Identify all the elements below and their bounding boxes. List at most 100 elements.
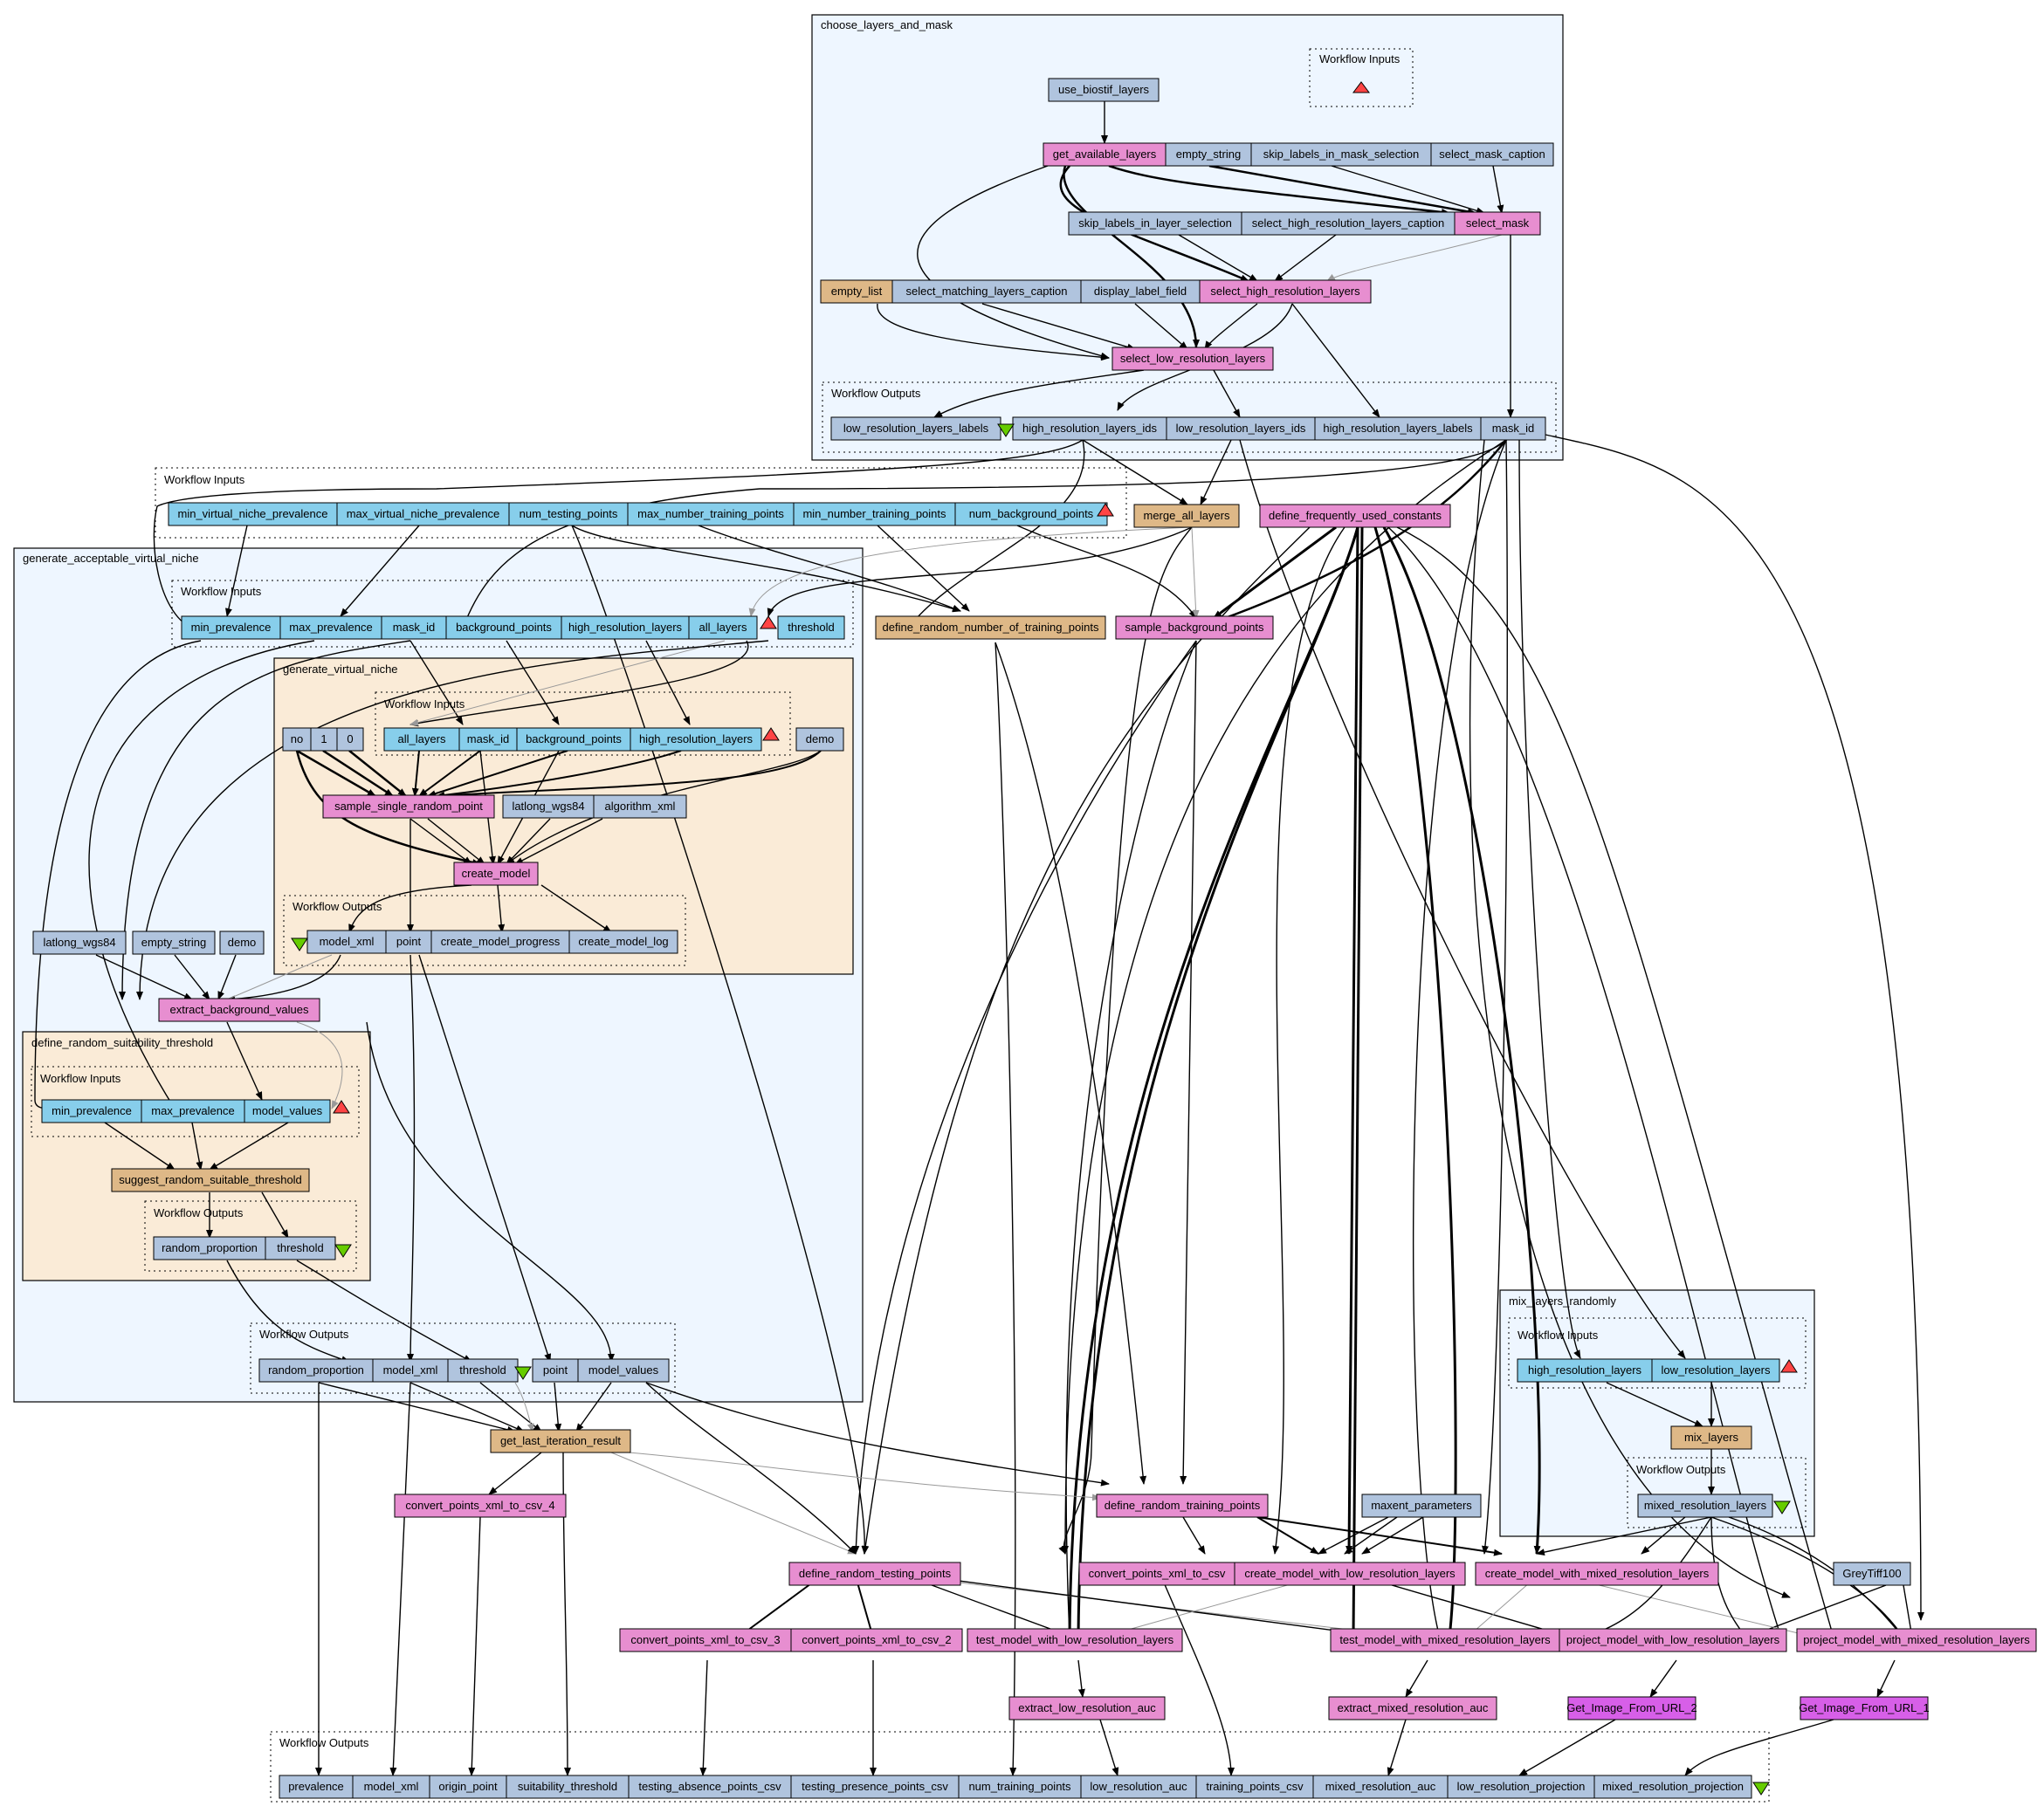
- node-model-xml: model_xml: [352, 1775, 430, 1799]
- node-label: random_proportion: [268, 1363, 364, 1377]
- node-low-resolution-projection: low_resolution_projection: [1447, 1775, 1595, 1799]
- node-label: Get_Image_From_URL_1: [1799, 1701, 1930, 1714]
- node-min-prevalence: min_prevalence: [41, 1099, 142, 1123]
- node-select-mask: select_mask: [1454, 211, 1541, 236]
- node-low-resolution-layers-labels: low_resolution_layers_labels: [830, 416, 1001, 441]
- node-testing-presence-points-csv: testing_presence_points_csv: [790, 1775, 960, 1799]
- node-label: sample_single_random_point: [334, 800, 483, 813]
- node-label: skip_labels_in_mask_selection: [1263, 148, 1420, 161]
- node-label: num_training_points: [968, 1780, 1071, 1793]
- node-label: extract_mixed_resolution_auc: [1338, 1701, 1489, 1714]
- node-create-model-log: create_model_log: [568, 930, 678, 954]
- output-triangle-icon: [997, 423, 1015, 437]
- node-label: all_layers: [699, 621, 747, 634]
- outputs-label: Workflow Outputs: [831, 387, 921, 400]
- node-point: point: [385, 930, 432, 954]
- node-label: testing_presence_points_csv: [802, 1780, 948, 1793]
- node-maxent-parameters: maxent_parameters: [1361, 1494, 1482, 1518]
- node-label: num_testing_points: [520, 507, 618, 520]
- node-0: 0: [336, 727, 364, 752]
- node-label: demo: [228, 936, 257, 949]
- node-label: select_matching_layers_caption: [906, 285, 1068, 298]
- node-convert-points-xml-to-csv: convert_points_xml_to_csv: [1078, 1562, 1235, 1586]
- inputs-label: Workflow Inputs: [384, 697, 465, 711]
- node-label: Get_Image_From_URL_2: [1566, 1701, 1697, 1714]
- node-demo: demo: [219, 931, 265, 955]
- node-model-xml: model_xml: [306, 930, 387, 954]
- node-label: demo: [806, 732, 835, 745]
- node-label: training_points_csv: [1206, 1780, 1304, 1793]
- node-label: select_mask_caption: [1439, 148, 1545, 161]
- node-label: min_prevalence: [191, 621, 272, 634]
- node-point: point: [532, 1358, 579, 1383]
- node-label: display_label_field: [1094, 285, 1187, 298]
- output-triangle-icon: [514, 1366, 532, 1380]
- node-min-virtual-niche-prevalence: min_virtual_niche_prevalence: [168, 502, 338, 526]
- node-label: project_model_with_mixed_resolution_laye…: [1803, 1633, 2030, 1646]
- node-max-prevalence: max_prevalence: [279, 615, 382, 640]
- node-label: 1: [320, 732, 327, 745]
- node-label: low_resolution_projection: [1457, 1780, 1586, 1793]
- node-label: select_high_resolution_layers: [1210, 285, 1360, 298]
- node-get-image-from-url-1: Get_Image_From_URL_1: [1799, 1696, 1930, 1720]
- node-label: define_random_number_of_training_points: [883, 621, 1099, 634]
- node-label: convert_points_xml_to_csv_3: [630, 1633, 780, 1646]
- outputs-label: Workflow Outputs: [154, 1206, 244, 1219]
- node-label: background_points: [526, 732, 622, 745]
- node-label: model_values: [588, 1363, 659, 1377]
- node-label: GreyTiff100: [1842, 1567, 1901, 1580]
- node-label: low_resolution_auc: [1090, 1780, 1187, 1793]
- node-label: low_resolution_layers_labels: [843, 422, 989, 435]
- node-label: high_resolution_layers: [1528, 1363, 1642, 1377]
- node-test-model-with-low-resolution-layers: test_model_with_low_resolution_layers: [967, 1628, 1183, 1652]
- inputs-label: Workflow Inputs: [1518, 1329, 1599, 1342]
- node-max-virtual-niche-prevalence: max_virtual_niche_prevalence: [336, 502, 510, 526]
- node-label: mix_layers: [1684, 1431, 1739, 1444]
- node-select-low-resolution-layers: select_low_resolution_layers: [1111, 347, 1274, 371]
- node-select-mask-caption: select_mask_caption: [1430, 142, 1554, 167]
- node-label: project_model_with_low_resolution_layers: [1566, 1633, 1780, 1646]
- node-label: mixed_resolution_projection: [1602, 1780, 1744, 1793]
- outputs-label: Workflow Outputs: [259, 1328, 349, 1341]
- node-label: merge_all_layers: [1144, 509, 1230, 522]
- node-all-layers: all_layers: [383, 727, 460, 752]
- node-convert-points-xml-to-csv-4: convert_points_xml_to_csv_4: [394, 1494, 567, 1518]
- node-define-random-number-of-training-points: define_random_number_of_training_points: [875, 615, 1106, 640]
- node-max-prevalence: max_prevalence: [141, 1099, 245, 1123]
- node-label: empty_list: [831, 285, 883, 298]
- node-label: define_frequently_used_constants: [1269, 509, 1442, 522]
- cluster-title: generate_virtual_niche: [283, 663, 398, 676]
- node-all-layers: all_layers: [688, 615, 758, 640]
- node-display-label-field: display_label_field: [1080, 279, 1201, 304]
- node-define-random-training-points: define_random_training_points: [1096, 1494, 1269, 1518]
- node-label: sample_background_points: [1125, 621, 1264, 634]
- node-suitability-threshold: suitability_threshold: [506, 1775, 630, 1799]
- node-mask-id: mask_id: [458, 727, 518, 752]
- node-label: min_prevalence: [52, 1104, 132, 1117]
- node-max-number-training-points: max_number_training_points: [627, 502, 795, 526]
- node-label: extract_low_resolution_auc: [1018, 1701, 1156, 1714]
- node-model-values: model_values: [244, 1099, 331, 1123]
- node-project-model-with-mixed-resolution-layers: project_model_with_mixed_resolution_laye…: [1796, 1628, 2037, 1652]
- node-label: origin_point: [438, 1780, 498, 1793]
- node-training-points-csv: training_points_csv: [1195, 1775, 1314, 1799]
- node-skip-labels-in-mask-selection: skip_labels_in_mask_selection: [1250, 142, 1432, 167]
- node-label: select_high_resolution_layers_caption: [1252, 216, 1444, 230]
- node-label: get_last_iteration_result: [500, 1434, 621, 1447]
- node-empty-list: empty_list: [820, 279, 893, 304]
- node-label: latlong_wgs84: [43, 936, 115, 949]
- node-num-testing-points: num_testing_points: [508, 502, 629, 526]
- node-label: select_mask: [1466, 216, 1530, 230]
- node-label: create_model_with_low_resolution_layers: [1244, 1567, 1456, 1580]
- node-label: high_resolution_layers: [568, 621, 683, 634]
- cluster-bottom-outputs: Workflow Outputs: [270, 1731, 1770, 1803]
- node-high-resolution-layers: high_resolution_layers: [630, 727, 762, 752]
- node-testing-absence-points-csv: testing_absence_points_csv: [628, 1775, 792, 1799]
- node-origin-point: origin_point: [429, 1775, 507, 1799]
- node-label: high_resolution_layers_ids: [1022, 422, 1157, 435]
- cluster-title: define_random_suitability_threshold: [31, 1036, 213, 1049]
- node-label: test_model_with_low_resolution_layers: [976, 1633, 1174, 1646]
- node-label: convert_points_xml_to_csv_2: [802, 1633, 951, 1646]
- node-threshold: threshold: [777, 615, 845, 640]
- output-triangle-icon: [1752, 1782, 1770, 1796]
